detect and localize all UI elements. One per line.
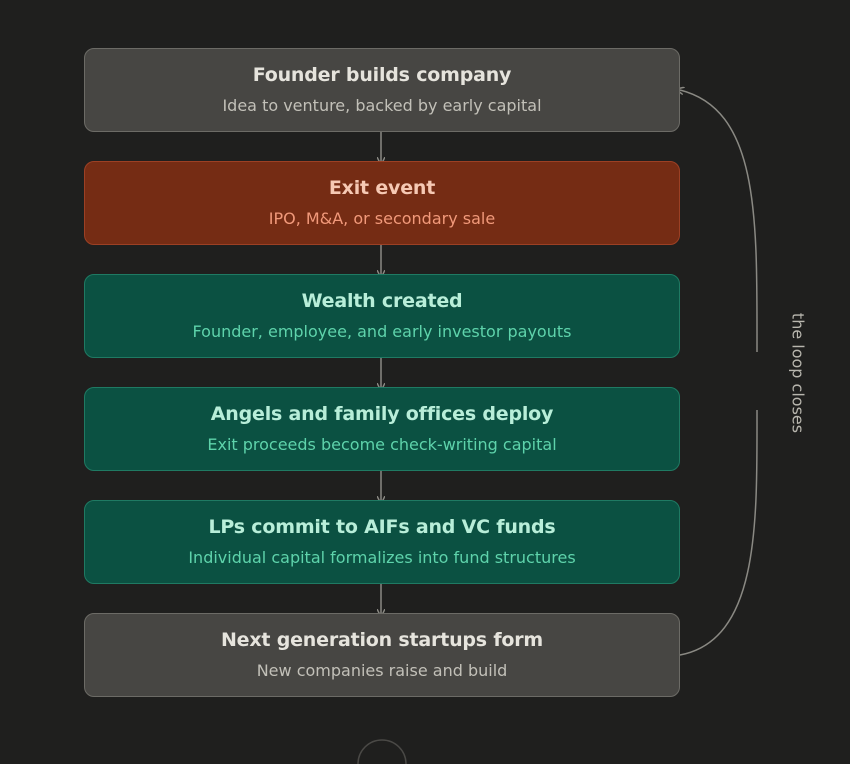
step-subtitle: Exit proceeds become check-writing capit… bbox=[207, 435, 557, 454]
step-wealth-created: Wealth created Founder, employee, and ea… bbox=[84, 274, 680, 358]
step-subtitle: New companies raise and build bbox=[256, 661, 508, 680]
step-title: LPs commit to AIFs and VC funds bbox=[208, 516, 556, 538]
step-next-generation-startups: Next generation startups form New compan… bbox=[84, 613, 680, 697]
step-title: Angels and family offices deploy bbox=[210, 403, 554, 425]
step-title: Next generation startups form bbox=[220, 629, 544, 651]
step-subtitle: Idea to venture, backed by early capital bbox=[222, 96, 542, 115]
loop-label: the loop closes bbox=[788, 312, 808, 434]
step-subtitle: IPO, M&A, or secondary sale bbox=[268, 209, 496, 228]
step-lps-commit: LPs commit to AIFs and VC funds Individu… bbox=[84, 500, 680, 584]
step-exit-event: Exit event IPO, M&A, or secondary sale bbox=[84, 161, 680, 245]
step-title: Exit event bbox=[328, 177, 436, 199]
step-title: Wealth created bbox=[301, 290, 463, 312]
partial-circle-decoration bbox=[357, 739, 407, 764]
step-subtitle: Individual capital formalizes into fund … bbox=[188, 548, 576, 567]
step-subtitle: Founder, employee, and early investor pa… bbox=[192, 322, 572, 341]
step-founder-builds-company: Founder builds company Idea to venture, … bbox=[84, 48, 680, 132]
step-angels-deploy: Angels and family offices deploy Exit pr… bbox=[84, 387, 680, 471]
loop-arrow bbox=[680, 90, 758, 656]
step-title: Founder builds company bbox=[252, 64, 512, 86]
